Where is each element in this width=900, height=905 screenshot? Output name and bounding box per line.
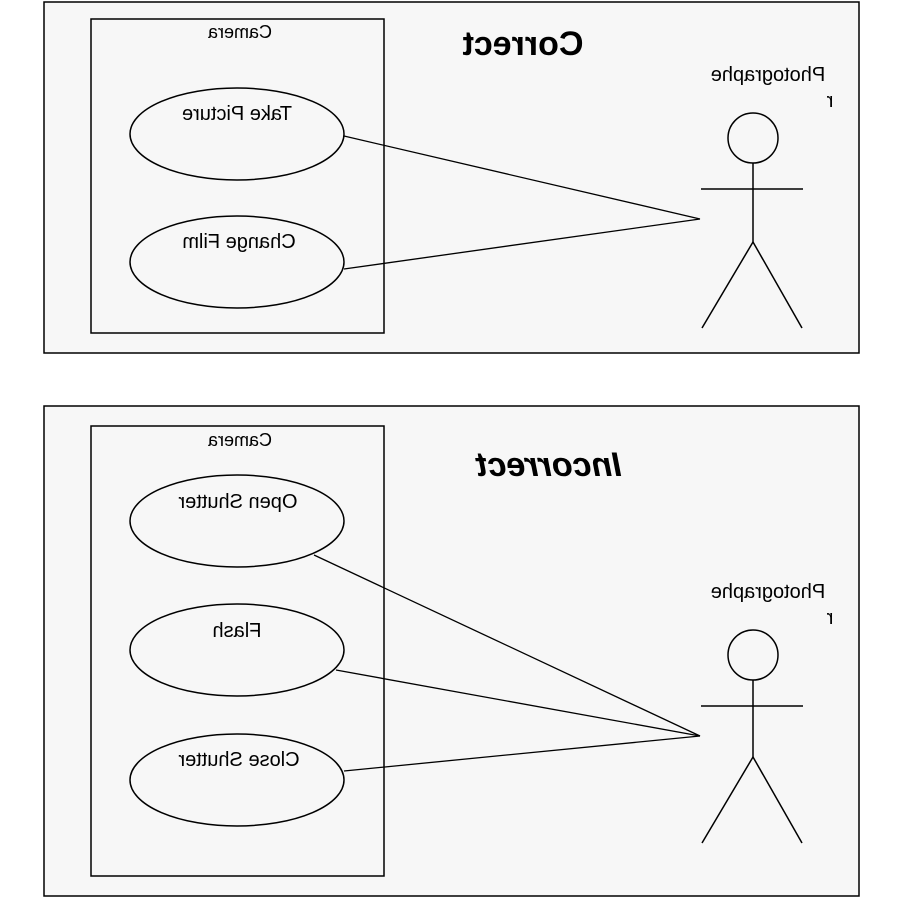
use-case-label: Open Shutter xyxy=(178,491,297,513)
association-line xyxy=(335,669,701,737)
actor-icon xyxy=(701,629,803,844)
use-case-label: Flash xyxy=(213,620,262,642)
use-case-label: Close Shutter xyxy=(178,749,300,771)
use-case-ellipse xyxy=(129,603,345,697)
system-label: Camera xyxy=(207,22,272,42)
panel-incorrect: Camera Incorrect Open Shutter Flash Clos… xyxy=(43,405,860,897)
use-case-ellipse xyxy=(129,733,345,827)
actor-label: Photographe xyxy=(711,581,826,603)
association-line xyxy=(343,135,701,220)
actor-label: Photographe xyxy=(711,64,826,86)
actor-label-wrap: r xyxy=(826,90,833,112)
use-case-ellipse xyxy=(129,215,345,309)
panel-correct: Camera Correct Take Picture Change Film … xyxy=(43,1,860,354)
actor-icon xyxy=(701,112,803,329)
use-case-label: Change Film xyxy=(182,231,295,253)
association-line xyxy=(343,735,701,772)
panel-heading: Correct xyxy=(463,25,584,63)
panel-heading: Incorrect xyxy=(475,446,622,484)
use-case-ellipse xyxy=(129,87,345,181)
actor-label-wrap: r xyxy=(826,607,833,629)
use-case-ellipse xyxy=(129,474,345,568)
system-label: Camera xyxy=(207,430,272,450)
association-line xyxy=(343,218,701,270)
association-line xyxy=(313,554,701,737)
use-case-label: Take Picture xyxy=(182,103,292,125)
